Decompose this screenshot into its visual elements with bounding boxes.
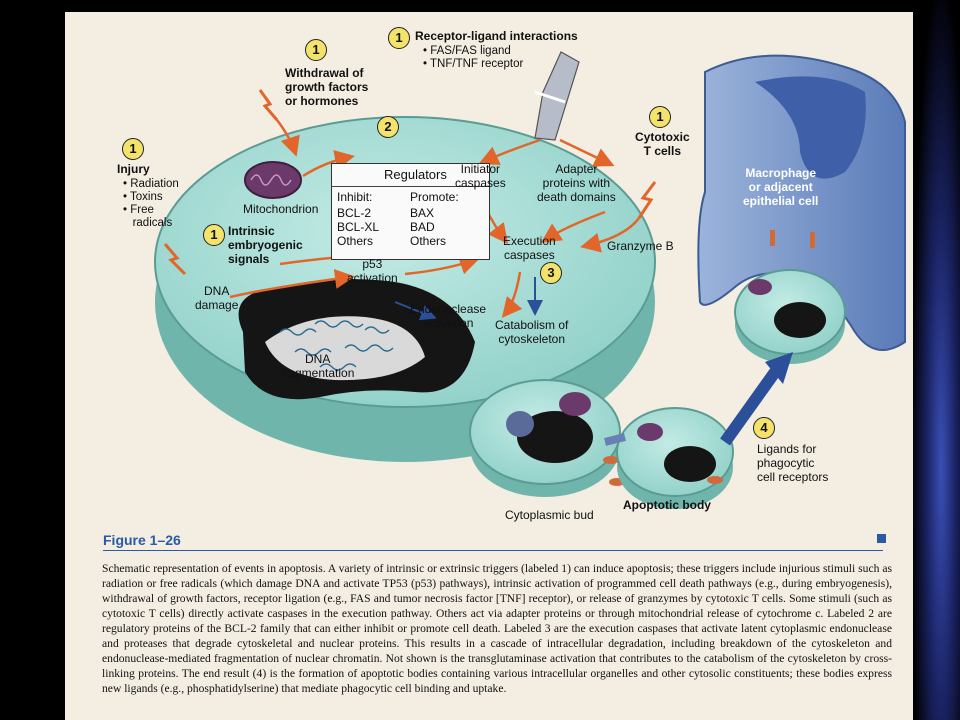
- injury-item: radicals: [123, 217, 173, 229]
- regulators-badge: 2: [377, 116, 399, 138]
- promote-item: BAD: [410, 220, 435, 234]
- dna-fragmentation-label: DNA fragmentation: [281, 352, 355, 380]
- endonuclease-label: Endonuclease activation: [410, 302, 487, 330]
- execution-badge: 3: [540, 262, 562, 284]
- promote-item: Others: [410, 234, 447, 248]
- regulators-title: Regulators: [384, 167, 447, 182]
- inhibit-item: BCL-2: [337, 206, 372, 220]
- dna-damage-label: DNA damage: [195, 284, 239, 312]
- dna-fragments: [279, 320, 394, 371]
- macrophage-label: Macrophage or adjacent epithelial cell: [743, 166, 819, 208]
- inhibit-heading: Inhibit:: [337, 190, 373, 204]
- figure-rule: [103, 550, 883, 551]
- cytotoxic-label: Cytotoxic T cells: [635, 130, 690, 158]
- catabolism-label: Catabolism of cytoskeleton: [495, 318, 569, 346]
- injury-title: Injury: [117, 162, 150, 176]
- promote-heading: Promote:: [410, 190, 459, 204]
- withdrawal-badge: 1: [305, 39, 327, 61]
- cytoplasmic-bud-label: Cytoplasmic bud: [505, 508, 594, 522]
- blue-arrows: [394, 277, 543, 321]
- receptor-item: • FAS/FAS ligand: [423, 45, 511, 57]
- injury-badge: 1: [122, 138, 144, 160]
- receptor-badge: 1: [388, 27, 410, 49]
- cytotoxic-badge: 1: [649, 106, 671, 128]
- ligands-badge: 4: [753, 417, 775, 439]
- macrophage-nucleus: [755, 76, 866, 179]
- intrinsic-badge: 1: [203, 224, 225, 246]
- injury-bolt: [163, 243, 187, 276]
- adapter-label: Adapter proteins with death domains: [537, 162, 616, 204]
- engulf-arrow: [720, 368, 780, 446]
- ligands-label: Ligands for phagocytic cell receptors: [757, 442, 829, 484]
- receptor-ligand: [534, 51, 580, 141]
- injury-item: • Toxins: [123, 191, 163, 203]
- bud-ligand-1: [603, 456, 619, 464]
- textbook-page: 1 Withdrawal of growth factors or hormon…: [65, 12, 913, 720]
- body-ligand: [707, 476, 723, 484]
- regulators-divider: [332, 186, 489, 187]
- regulators-box: Regulators Inhibit: BCL-2 BCL-XL Others …: [331, 163, 490, 260]
- injury-item: • Radiation: [123, 178, 179, 190]
- execution-label: Execution caspases: [503, 234, 556, 262]
- intrinsic-label: Intrinsic embryogenic signals: [228, 224, 303, 266]
- receptor-item: • TNF/TNF receptor: [423, 58, 524, 70]
- figure-title: Figure 1–26: [103, 532, 181, 548]
- mitochondrion-shape: [244, 161, 302, 199]
- promote-item: BAX: [410, 206, 435, 220]
- apoptosis-diagram: [154, 51, 906, 509]
- p53-label: p53 activation: [347, 257, 398, 285]
- apoptotic-body-label: Apoptotic body: [623, 498, 711, 512]
- inhibit-item: Others: [337, 234, 374, 248]
- figure-caption: Schematic representation of events in ap…: [102, 562, 892, 695]
- injury-item: • Free: [123, 204, 154, 216]
- withdrawal-label: Withdrawal of growth factors or hormones: [285, 66, 369, 108]
- initiator-label: Initiator caspases: [455, 162, 506, 190]
- background-glow: [913, 0, 960, 720]
- figure-marker: [877, 534, 886, 543]
- inhibit-item: BCL-XL: [337, 220, 380, 234]
- mitochondrion-label: Mitochondrion: [243, 202, 319, 216]
- receptor-title: Receptor-ligand interactions: [415, 29, 578, 43]
- granzyme-label: Granzyme B: [607, 239, 674, 253]
- withdrawal-bolt: [258, 89, 279, 121]
- cytotoxic-bolt: [637, 181, 657, 219]
